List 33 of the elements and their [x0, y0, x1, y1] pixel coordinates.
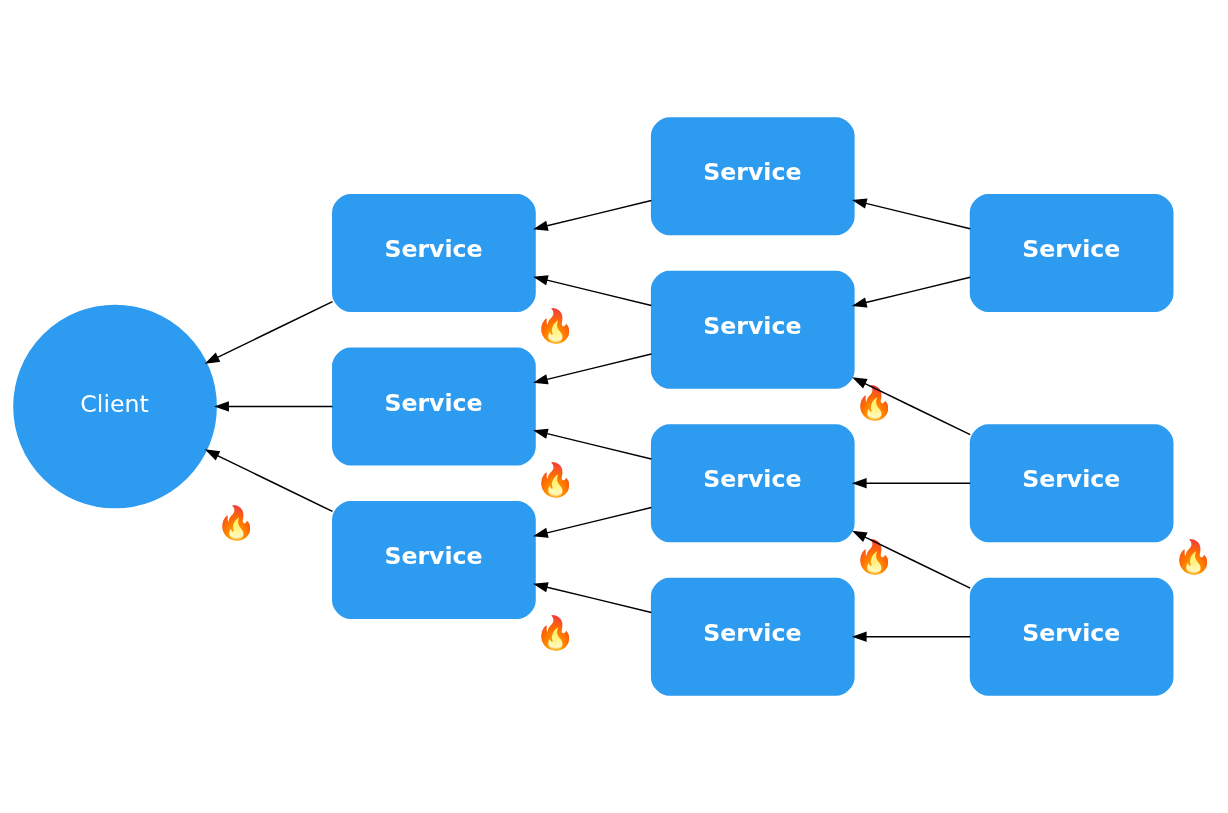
node-box: Service: [969, 577, 1174, 696]
node-box: Service: [332, 500, 536, 620]
node-label: 🔥: [216, 503, 257, 542]
node-label: 🔥: [535, 460, 576, 499]
arrow: [851, 478, 971, 489]
arrow: [533, 353, 653, 385]
arrow: [533, 428, 653, 460]
arrow: [852, 530, 971, 589]
node-box: Service: [650, 424, 855, 543]
arrow: [851, 631, 971, 642]
arrow: [533, 275, 653, 307]
node-box: Service: [332, 193, 536, 313]
node-box: Service: [650, 577, 855, 696]
node-box: Service: [332, 347, 536, 466]
node-box: Service: [969, 424, 1174, 543]
node-circle: Client: [13, 304, 217, 509]
node-label: 🔥: [535, 614, 576, 653]
node-box: Service: [650, 270, 855, 389]
arrow: [204, 449, 334, 513]
arrow: [851, 198, 971, 230]
arrow: [533, 199, 653, 231]
node-label: 🔥: [535, 307, 576, 346]
arrow: [851, 276, 971, 308]
node-label: 🔥: [853, 384, 894, 423]
node-label: 🔥: [1172, 537, 1213, 576]
arrow: [533, 582, 653, 614]
arrow: [214, 401, 334, 412]
arrow: [852, 377, 971, 436]
arrow: [204, 300, 334, 364]
node-box: Service: [969, 193, 1174, 313]
node-label: 🔥: [853, 537, 894, 576]
node-box: Service: [650, 117, 855, 236]
arrow: [533, 506, 653, 538]
